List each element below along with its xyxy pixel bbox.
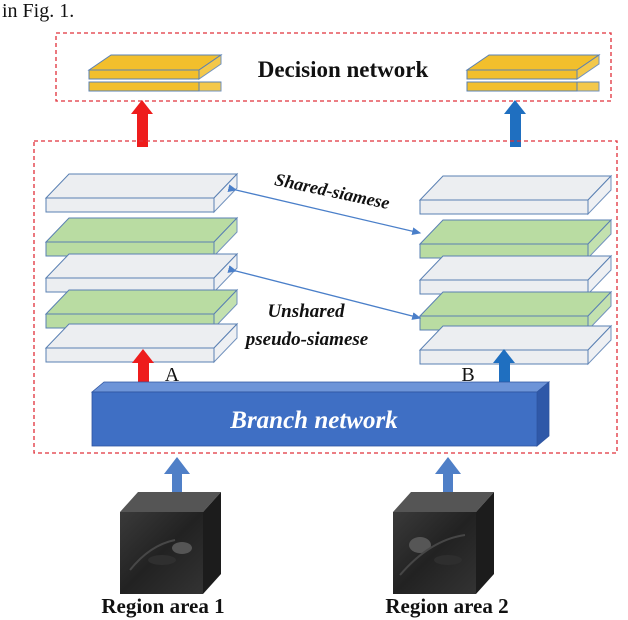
feature-layer: [44, 322, 239, 364]
feature-layer: [44, 172, 239, 214]
siamese-module-box: [33, 140, 618, 454]
feature-layer: [44, 252, 239, 294]
input-arrow-left: [164, 457, 190, 504]
branch-network-block: [90, 381, 551, 447]
region-image-cube-left: [120, 492, 221, 594]
decision-layer: [466, 81, 600, 92]
region-image-cube-right: [393, 492, 494, 594]
caption-fragment: in Fig. 1.: [2, 0, 74, 22]
decision-stack-left: [87, 54, 223, 92]
branch-network-label: Branch network: [229, 407, 398, 434]
unshared-label-line1: Unshared: [267, 301, 345, 322]
feature-layer: [44, 288, 239, 330]
arrow-blue-to-decision: [504, 100, 526, 147]
decision-layer: [88, 81, 222, 92]
decision-layer: [87, 54, 223, 80]
decision-layer: [465, 54, 601, 80]
decision-stack-right: [465, 54, 601, 92]
tag-a: A: [165, 364, 180, 386]
tag-b: B: [461, 364, 474, 386]
feature-layer: [418, 324, 613, 366]
feature-layer: [418, 174, 613, 216]
feature-layer: [418, 218, 613, 260]
unshared-siamese-link: [227, 265, 422, 320]
feature-layer: [44, 216, 239, 258]
feature-stack-left: [44, 172, 239, 364]
shared-siamese-link: [227, 184, 422, 236]
decision-network-label: Decision network: [258, 57, 429, 82]
input-arrow-right: [435, 457, 461, 504]
feature-layer: [418, 290, 613, 332]
arrow-b: [493, 349, 515, 384]
unshared-label-line2: pseudo-siamese: [244, 329, 369, 350]
arrow-red-to-decision: [131, 100, 153, 147]
feature-layer: [418, 254, 613, 296]
decision-network-box: [55, 32, 612, 102]
shared-siamese-label: Shared-siamese: [273, 169, 392, 213]
region-area-1-label: Region area 1: [101, 594, 224, 618]
feature-stack-right: [418, 174, 613, 366]
region-area-2-label: Region area 2: [385, 594, 508, 618]
arrow-a: [132, 349, 154, 384]
